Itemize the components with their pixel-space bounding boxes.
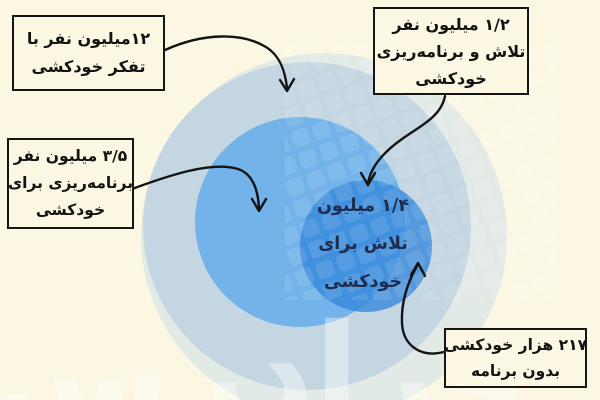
label-box-thoughts: ۱۲میلیون نفر با تفکر خودکشی <box>12 15 165 91</box>
label-box-no-plan: ۲۱۷ هزار خودکشی بدون برنامه <box>444 328 587 388</box>
label-line: خودکشی <box>35 201 106 219</box>
attempt-label-line: تلاش برای <box>318 234 408 254</box>
label-line: ۲۱۷ هزار خودکشی <box>443 336 588 354</box>
arrowhead-planning <box>250 197 268 213</box>
label-line: ۱/۲ میلیون نفر <box>392 14 510 34</box>
attempt-circle-label: ۱/۴ میلیون تلاش برای خودکشی <box>317 196 409 292</box>
label-line: برنامه‌ریزی برای <box>7 174 134 192</box>
label-line: بدون برنامه <box>470 362 561 380</box>
label-line: خودکشی <box>415 68 487 88</box>
arrow-no-plan <box>400 264 446 355</box>
arrowhead-thoughts <box>278 77 296 93</box>
label-line: تلاش و برنامه‌ریزی <box>376 41 526 61</box>
label-line: ۳/۵ میلیون نفر <box>13 147 128 165</box>
arrowhead-no-plan <box>409 261 427 278</box>
attempt-label-line: ۱/۴ میلیون <box>317 196 409 216</box>
arrow-planning <box>130 165 261 210</box>
arrow-thoughts <box>163 35 289 90</box>
watermark-logo-text: فرادرس <box>0 296 528 400</box>
arrowhead-plan-attempt <box>359 171 377 187</box>
label-box-planning: ۳/۵ میلیون نفر برنامه‌ریزی برای خودکشی <box>7 138 134 229</box>
label-box-plan-attempt: ۱/۲ میلیون نفر تلاش و برنامه‌ریزی خودکشی <box>373 7 529 95</box>
arrow-plan-attempt <box>366 94 447 185</box>
attempt-label-line: خودکشی <box>324 272 402 292</box>
label-line: ۱۲میلیون نفر با <box>26 29 151 48</box>
label-line: تفکر خودکشی <box>31 57 146 76</box>
